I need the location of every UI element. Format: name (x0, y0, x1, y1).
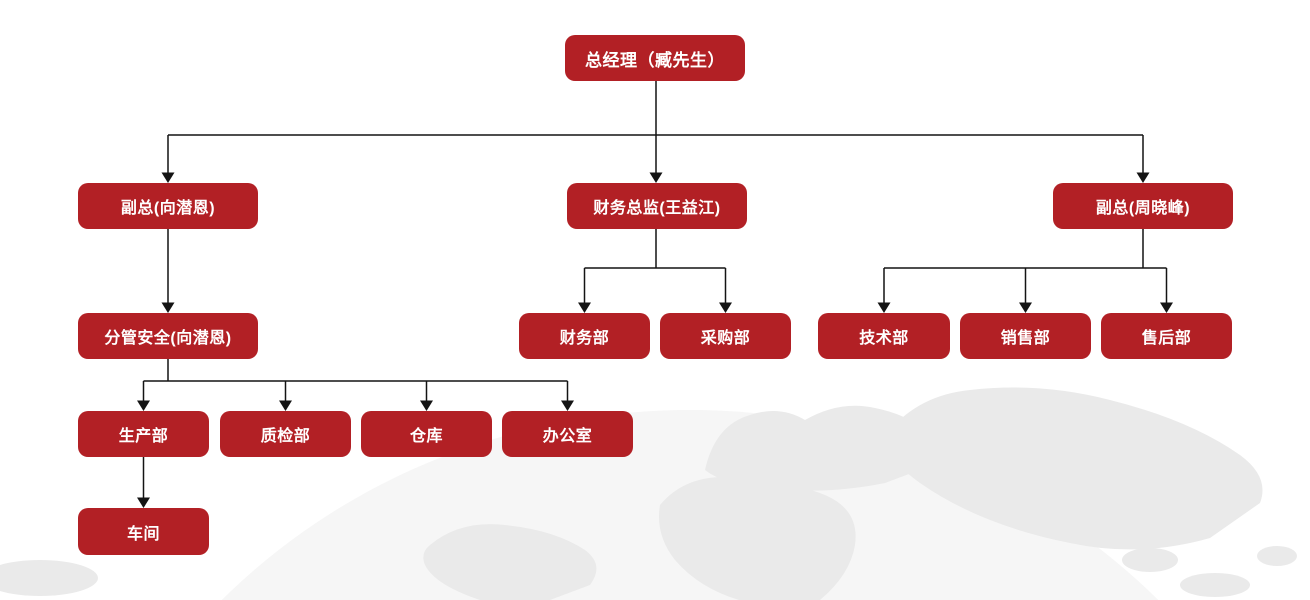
org-node-sales-dept: 销售部 (960, 313, 1091, 359)
org-node-production-dept: 生产部 (78, 411, 209, 457)
org-node-after-sales-dept: 售后部 (1101, 313, 1232, 359)
org-node-finance-director: 财务总监(王益江) (567, 183, 747, 229)
org-node-vice-general-1: 副总(向潜恩) (78, 183, 258, 229)
org-node-vice-general-2: 副总(周晓峰) (1053, 183, 1233, 229)
org-node-quality-dept: 质检部 (220, 411, 351, 457)
org-node-purchasing-dept: 采购部 (660, 313, 791, 359)
org-node-finance-dept: 财务部 (519, 313, 650, 359)
org-node-technology-dept: 技术部 (818, 313, 950, 359)
org-node-workshop: 车间 (78, 508, 209, 555)
org-node-office: 办公室 (502, 411, 633, 457)
org-node-safety-supervisor: 分管安全(向潜恩) (78, 313, 258, 359)
org-node-warehouse: 仓库 (361, 411, 492, 457)
org-node-general-manager: 总经理（臧先生） (565, 35, 745, 81)
